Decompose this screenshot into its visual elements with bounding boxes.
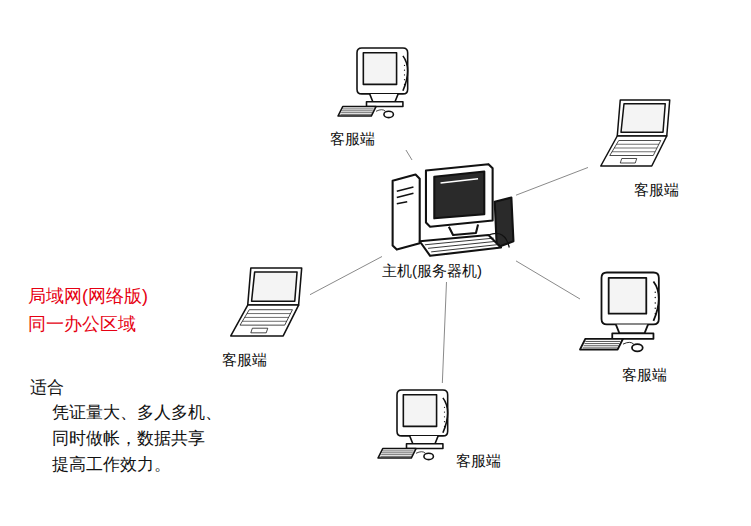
desktop-icon [338,38,414,126]
node-label: 客服端 [456,452,501,470]
desktop-icon [378,383,454,465]
server-icon [388,160,516,260]
suits-heading: 适合 [30,376,110,400]
client-node: 客服端 [580,265,669,386]
network-link [516,261,580,299]
node-label: 客服端 [622,366,667,384]
node-label: 客服端 [634,181,679,199]
client-node: 客服端 [378,383,503,472]
node-label: 客服端 [222,351,267,369]
node-label: 客服端 [330,130,375,148]
suits-body: 凭证量大、多人多机、 同时做帐，数据共享 提高工作效力。 [52,400,238,478]
client-node: 客服端 [222,265,310,371]
network-link [310,257,382,295]
laptop-icon [588,97,684,169]
laptop-icon [224,265,310,339]
client-node: 客服端 [330,38,414,150]
client-node: 客服端 [588,97,684,201]
network-link [406,150,412,160]
network-note: 局域网(网络版) 同一办公区域 [28,282,188,338]
network-link [442,282,446,383]
server-node: 主机(服务器机) [382,160,516,282]
node-label: 主机(服务器机) [382,262,482,280]
network-link [516,167,588,195]
desktop-icon [580,265,666,357]
